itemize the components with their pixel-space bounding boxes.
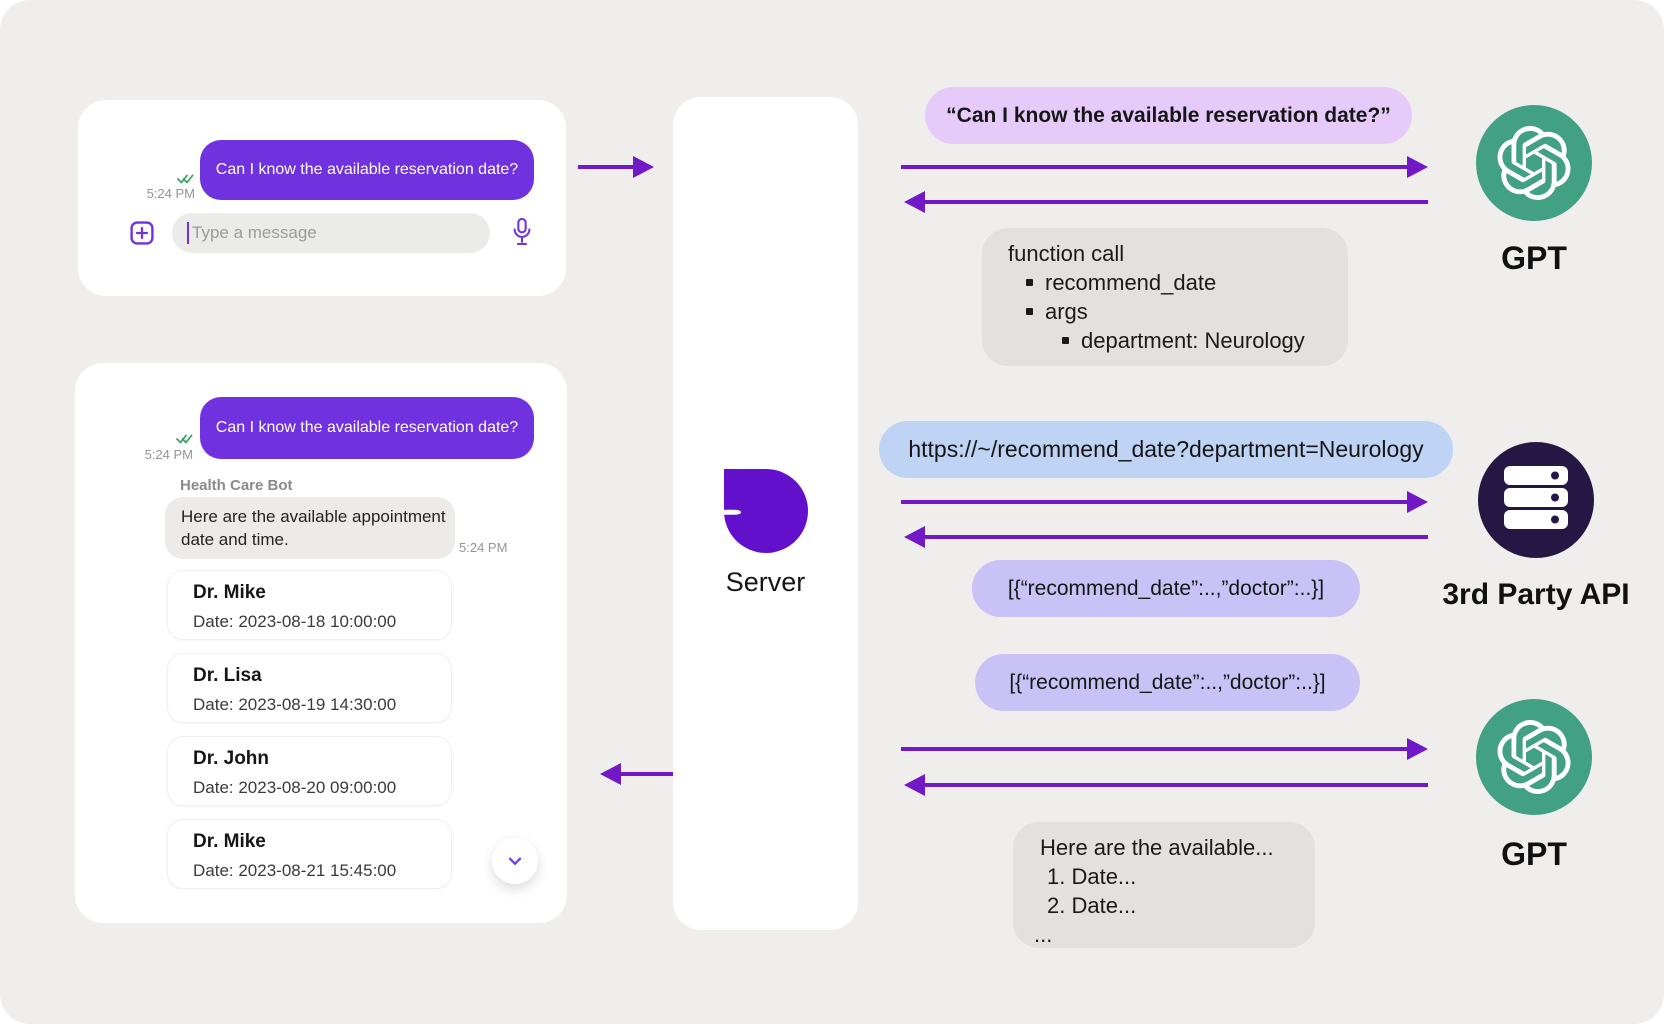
openai-logo-icon xyxy=(1497,720,1571,794)
scroll-down-button[interactable] xyxy=(492,838,538,884)
server-logo-icon xyxy=(724,469,808,553)
gpt-input-text: [{“recommend_date”:..,”doctor”:..}] xyxy=(1009,670,1326,694)
bot-message-bubble: Here are the available appointment date … xyxy=(165,497,455,559)
final-response-line: 1. Date... xyxy=(1047,864,1137,889)
api-response-text: [{“recommend_date”:..,”doctor”:..}] xyxy=(1007,576,1325,600)
double-check-icon xyxy=(177,174,194,184)
doctor-name: Dr. Mike xyxy=(193,831,266,852)
function-call-title: function call xyxy=(1008,241,1125,266)
bot-message-timestamp: 5:24 PM xyxy=(459,540,508,555)
microphone-icon xyxy=(513,217,531,246)
appointment-card[interactable]: Dr. Lisa Date: 2023-08-19 14:30:00 xyxy=(167,653,452,723)
appointment-date: Date: 2023-08-18 10:00:00 xyxy=(193,612,397,631)
server-label: Server xyxy=(725,567,806,597)
arrow-gpt-to-server xyxy=(904,191,1428,213)
doctor-name: Dr. John xyxy=(193,748,270,769)
gpt-label-top: GPT xyxy=(1501,240,1567,276)
bot-message-line-2: date and time. xyxy=(181,530,289,549)
arrow-server-to-gpt-2 xyxy=(901,738,1428,760)
appointment-card[interactable]: Dr. John Date: 2023-08-20 09:00:00 xyxy=(167,736,452,806)
message-timestamp: 5:24 PM xyxy=(144,447,193,462)
appointment-date: Date: 2023-08-21 15:45:00 xyxy=(193,861,397,880)
api-node xyxy=(1478,442,1594,558)
text-cursor xyxy=(187,222,189,244)
api-label: 3rd Party API xyxy=(1442,578,1630,611)
function-call-item: args xyxy=(982,297,1348,326)
doctor-name: Dr. Lisa xyxy=(193,665,262,686)
api-response-bubble: [{“recommend_date”:..,”doctor”:..}] xyxy=(972,560,1360,617)
arrow-server-to-api xyxy=(901,491,1428,513)
function-call-item: department: Neurology xyxy=(982,326,1348,355)
appointment-card[interactable]: Dr. Mike Date: 2023-08-18 10:00:00 xyxy=(167,570,452,640)
bot-message-line-1: Here are the available appointment xyxy=(181,507,446,526)
arrow-gpt-2-to-server xyxy=(904,774,1428,796)
double-check-icon xyxy=(176,434,193,444)
gpt-node-bottom xyxy=(1476,699,1592,815)
final-response-line: ... xyxy=(1034,922,1053,947)
bullet-icon xyxy=(1026,279,1033,286)
appointment-date: Date: 2023-08-20 09:00:00 xyxy=(193,778,397,797)
appointment-date: Date: 2023-08-19 14:30:00 xyxy=(193,695,397,714)
server-rack-icon xyxy=(1504,466,1568,529)
final-response-box: Here are the available... 1. Date... 2. … xyxy=(1013,822,1315,948)
function-call-box: function call recommend_date args depart… xyxy=(982,228,1348,366)
user-message-text: Can I know the available reservation dat… xyxy=(215,161,519,178)
final-response-line: Here are the available... xyxy=(1040,835,1274,860)
add-attachment-button[interactable] xyxy=(130,221,154,245)
api-url-bubble: https://~/recommend_date?department=Neur… xyxy=(879,421,1453,478)
gpt-node-top xyxy=(1476,105,1592,221)
user-message-bubble: Can I know the available reservation dat… xyxy=(200,397,534,459)
request-quote-text: “Can I know the available reservation da… xyxy=(946,103,1391,127)
chat-window-initial: Can I know the available reservation dat… xyxy=(78,100,566,296)
bullet-icon xyxy=(1026,308,1033,315)
input-placeholder: Type a message xyxy=(192,223,317,242)
arrow-api-to-server xyxy=(904,526,1428,548)
bullet-icon xyxy=(1062,337,1069,344)
function-call-item: recommend_date xyxy=(982,268,1348,297)
plus-icon xyxy=(130,221,154,245)
user-message-text: Can I know the available reservation dat… xyxy=(215,419,519,436)
api-url-text: https://~/recommend_date?department=Neur… xyxy=(908,436,1424,462)
request-quote-bubble: “Can I know the available reservation da… xyxy=(925,87,1412,144)
final-response-line: 2. Date... xyxy=(1047,893,1137,918)
message-input[interactable]: Type a message xyxy=(172,213,490,253)
bot-name: Health Care Bot xyxy=(180,477,293,494)
doctor-name: Dr. Mike xyxy=(193,582,266,603)
chat-window-result: Can I know the available reservation dat… xyxy=(75,363,567,923)
message-timestamp: 5:24 PM xyxy=(146,186,195,201)
appointment-card[interactable]: Dr. Mike Date: 2023-08-21 15:45:00 xyxy=(167,819,452,889)
server-node: Server xyxy=(673,97,858,930)
voice-input-button[interactable] xyxy=(509,217,535,247)
user-message-bubble: Can I know the available reservation dat… xyxy=(200,140,534,200)
arrow-server-to-gpt xyxy=(901,156,1428,178)
openai-logo-icon xyxy=(1497,126,1571,200)
arrow-chat-to-server xyxy=(578,156,654,178)
gpt-label-bottom: GPT xyxy=(1501,836,1567,872)
chevron-down-icon xyxy=(508,857,522,865)
arrow-server-to-chat xyxy=(600,763,673,785)
gpt-input-bubble: [{“recommend_date”:..,”doctor”:..}] xyxy=(975,654,1360,711)
